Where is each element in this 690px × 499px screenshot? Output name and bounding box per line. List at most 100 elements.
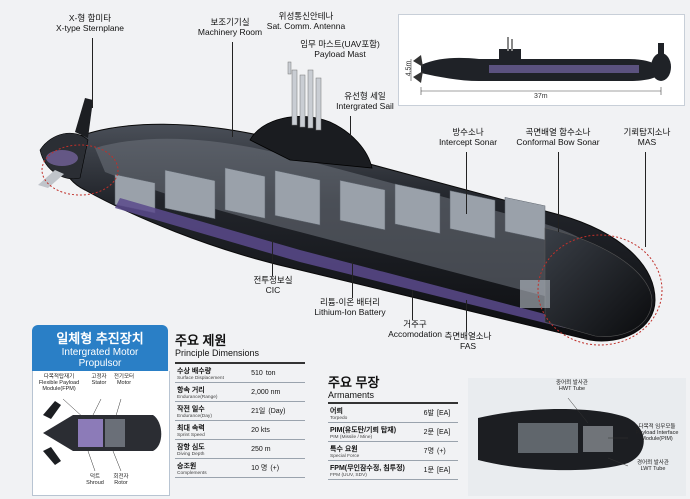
bow-detail-drawing — [478, 397, 644, 471]
row-label-en: Complements — [177, 470, 207, 476]
bow-detail-box: 중어뢰 발사관 HWT Tube 다목적 임무모듈 Payload Interf… — [468, 378, 686, 496]
row-label-ko: 항속 거리 — [177, 386, 205, 394]
dimensions-title-en: Principle Dimensions — [175, 348, 260, 358]
row-label-en: Sprint Speed — [177, 432, 205, 438]
leader-x-sternplane — [92, 38, 93, 108]
propulsor-drawing — [43, 398, 162, 472]
row-label-en: Endurance(Day) — [177, 413, 212, 419]
row-label-en: Special Force — [330, 453, 360, 459]
bow-section — [544, 227, 653, 337]
unit-text: [EA] — [437, 467, 451, 474]
bow-pim-label: 다목적 임무모듈 Payload Interface Module(PIM) — [635, 424, 679, 443]
label-x-sternplane: X-형 함미타 X-type Sternplane — [55, 13, 125, 33]
row-value: 7명(+) — [421, 441, 458, 461]
sail — [249, 116, 373, 169]
inset-height-label: 4.5m — [405, 60, 413, 77]
label-cic: 전투정보실 CIC — [253, 275, 293, 295]
row-label-ko: 최대 속력 — [177, 424, 205, 432]
unit-text: [EA] — [437, 410, 451, 417]
value-text: 20 kts — [251, 426, 270, 434]
armaments-title-ko: 주요 무장 — [328, 375, 380, 390]
value-text: 10 명 — [251, 465, 268, 472]
value-text: 250 m — [251, 445, 271, 453]
unit-text: (+) — [270, 465, 280, 472]
leader-mas — [645, 152, 646, 247]
part-stator: 고정자 Stator — [91, 374, 107, 387]
row-label-ko: PIM(유도탄/기뢰 탑재) — [330, 426, 397, 434]
x-sternplane-upper — [75, 98, 93, 138]
leader-intercept-sonar — [466, 152, 467, 214]
row-value: 2문[EA] — [421, 422, 458, 442]
propulsor-title-ko: 일체형 추진장치 — [56, 331, 144, 346]
row-value: 250 m — [249, 439, 305, 459]
row-label-ko: 어뢰 — [330, 407, 343, 415]
masts — [287, 61, 322, 131]
unit-text: (+) — [437, 448, 446, 455]
row-value: 6발[EA] — [421, 402, 458, 423]
inset-length-label: 37m — [534, 93, 548, 100]
row-value: 10 명(+) — [249, 458, 305, 478]
row-value: 2,000 nm — [249, 382, 305, 402]
label-sail: 유선형 세일 Intergrated Sail — [336, 91, 394, 111]
row-label-en: FPM (UUV, SDV) — [330, 472, 367, 478]
row-label-en: Torpedo — [330, 415, 348, 421]
label-sat-antenna: 위성통신안테나 Sat. Comm. Antenna — [266, 11, 346, 31]
value-text: 7명 — [423, 448, 435, 455]
value-text: 6발 — [423, 410, 435, 417]
row-label-ko: FPM(무인잠수정, 침투정) — [330, 464, 405, 472]
part-shroud: 덕트 Shroud — [86, 474, 104, 487]
armaments-title-en: Armaments — [328, 390, 375, 400]
row-label-ko: 작전 일수 — [177, 405, 205, 413]
row-value: 1문[EA] — [421, 460, 458, 480]
propulsor-title-en-2: Propulsor — [78, 358, 122, 369]
bow-hwt-label: 중어뢰 발사관 HWT Tube — [556, 380, 588, 393]
unit-text: (Day) — [268, 408, 286, 415]
bow-lwt-label: 경어뢰 발사관 LWT Tube — [637, 460, 669, 473]
leader-accomodation — [412, 290, 413, 320]
value-text: 2,000 nm — [251, 388, 281, 396]
row-label: PIM(유도탄/기뢰 탑재)PIM (Missile / Mine) — [328, 422, 422, 442]
part-rotor: 회전자 Rotor — [113, 474, 129, 487]
value-text: 21일 — [251, 408, 266, 415]
row-label: FPM(무인잠수정, 침투정)FPM (UUV, SDV) — [328, 460, 422, 480]
unit-text: [EA] — [437, 429, 451, 436]
leader-bow-sonar — [558, 152, 559, 232]
row-label-en: Surface Displacement — [177, 375, 224, 381]
x-sternplane-lower — [38, 170, 64, 188]
inset-side-view — [410, 37, 671, 95]
propulsor-title-en-1: Intergrated Motor — [61, 347, 139, 358]
leader-sail — [350, 116, 351, 138]
leader-cic — [272, 240, 273, 276]
propulsor-detail: 다목적탑재기 Flexible Payload Module(FPM) 고정자 … — [32, 371, 170, 496]
part-motor: 전기모터 Motor — [113, 374, 135, 387]
part-fpm: 다목적탑재기 Flexible Payload Module(FPM) — [38, 374, 80, 393]
dimensions-title-ko: 주요 제원 — [175, 333, 227, 348]
row-value: 20 kts — [249, 420, 305, 440]
bow-windows — [520, 280, 550, 308]
row-label-ko: 수상 배수량 — [177, 367, 212, 375]
label-fas: 측면배열소나 FAS — [444, 331, 492, 351]
value-text: 2문 — [423, 429, 435, 436]
label-bow-sonar: 곡면배열 함수소나 Conformal Bow Sonar — [516, 127, 600, 147]
propulsor-title-box: 일체형 추진장치 Intergrated Motor Propulsor — [32, 325, 168, 371]
leader-machinery-room — [232, 42, 233, 137]
label-intercept-sonar: 방수소나 Intercept Sonar — [438, 127, 498, 147]
armaments-row: PIM(유도탄/기뢰 탑재)PIM (Missile / Mine)2문[EA] — [328, 422, 458, 442]
row-value: 21일(Day) — [249, 401, 305, 421]
row-label-en: Endurance(Range) — [177, 394, 218, 400]
armaments-row: FPM(무인잠수정, 침투정)FPM (UUV, SDV)1문[EA] — [328, 460, 458, 480]
